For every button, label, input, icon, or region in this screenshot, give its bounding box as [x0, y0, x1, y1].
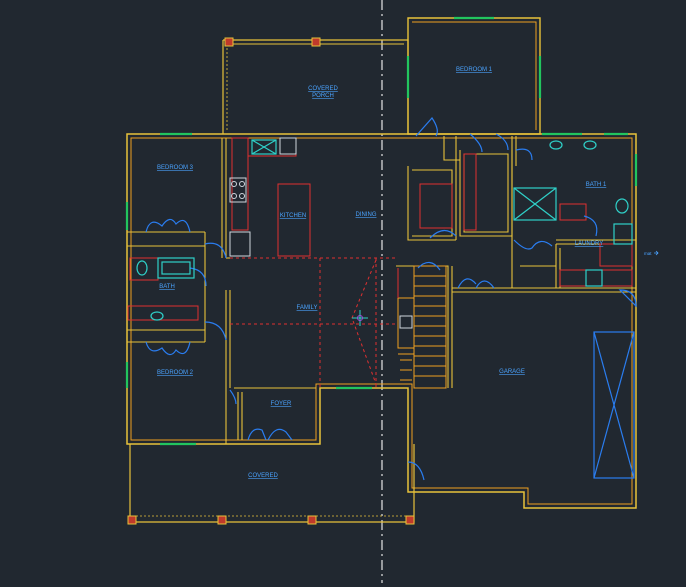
room-label-covered: COVERED	[248, 473, 278, 479]
porch-columns	[127, 37, 415, 525]
fixtures	[136, 139, 633, 321]
room-label-bedroom-3: BEDROOM 3	[157, 165, 194, 171]
doors	[145, 117, 637, 481]
side-note: mat	[644, 251, 652, 256]
side-note-arrow-icon	[654, 250, 659, 256]
interior-walls	[127, 136, 636, 444]
room-label-covered-porch-2: PORCH	[312, 93, 334, 99]
room-label-covered-porch-1: COVERED	[308, 86, 338, 92]
room-label-kitchen: KITCHEN	[280, 213, 306, 219]
staircase	[397, 265, 447, 389]
windows	[125, 16, 638, 446]
exterior-walls	[126, 17, 637, 523]
room-label-bath: BATH	[159, 284, 175, 290]
room-label-bedroom-2: BEDROOM 2	[157, 370, 194, 376]
room-label-family: FAMILY	[297, 305, 318, 311]
room-label-laundry: LAUNDRY	[575, 241, 604, 247]
range-burners	[229, 137, 413, 329]
room-label-bath-1: BATH 1	[586, 182, 607, 188]
room-label-garage: GARAGE	[499, 369, 525, 375]
room-label-foyer: FOYER	[271, 401, 292, 407]
room-label-dining: DINING	[356, 212, 377, 218]
cursor-crosshair-icon	[352, 310, 368, 326]
garage-door	[593, 331, 635, 479]
room-label-bedroom-1: BEDROOM 1	[456, 67, 493, 73]
